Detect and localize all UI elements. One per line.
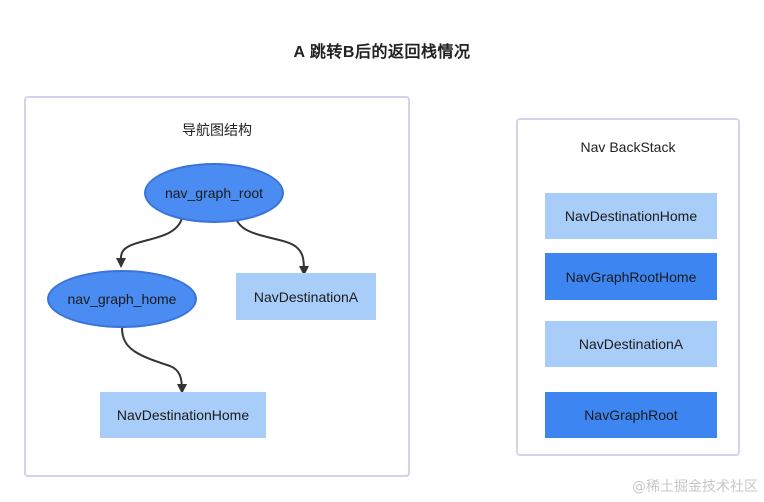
backstack-entry: NavGraphRootHome <box>545 253 717 300</box>
node-nav-graph-home: nav_graph_home <box>47 270 197 328</box>
backstack-entry: NavDestinationA <box>545 321 717 367</box>
backstack-panel-title: Nav BackStack <box>580 139 676 155</box>
graph-panel-title: 导航图结构 <box>182 122 252 138</box>
edge-root-to-home-graph <box>115 217 183 268</box>
backstack-entry: NavGraphRoot <box>545 392 717 438</box>
diagram-title: A 跳转B后的返回栈情况 <box>293 44 471 61</box>
node-nav-destination-a: NavDestinationA <box>236 273 376 320</box>
edge-home-graph-to-destination-home <box>121 327 187 394</box>
watermark: @稀土掘金技术社区 <box>632 479 758 495</box>
node-nav-destination-home: NavDestinationHome <box>100 392 266 438</box>
node-nav-graph-root: nav_graph_root <box>144 163 284 223</box>
edge-root-to-destination-a <box>235 217 309 276</box>
backstack-entry: NavDestinationHome <box>545 193 717 239</box>
